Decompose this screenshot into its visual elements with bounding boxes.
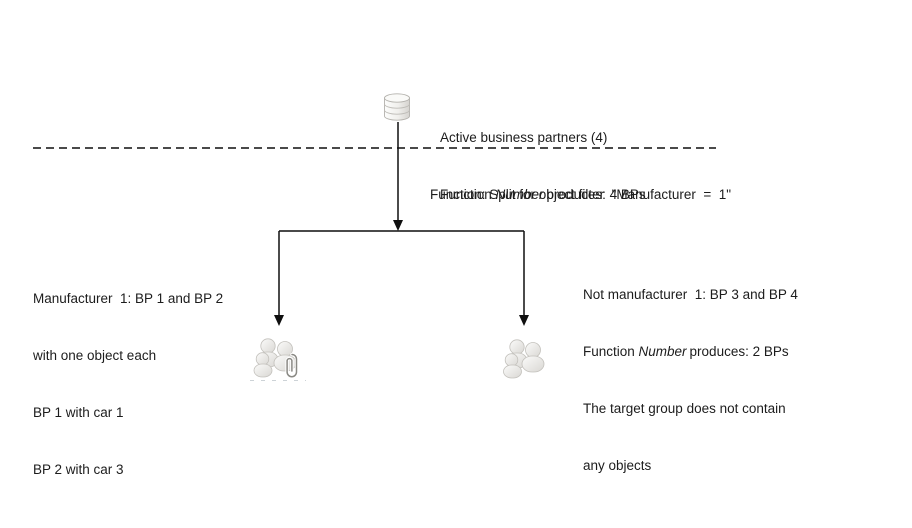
left-branch-line4: BP 2 with car 3 xyxy=(33,462,124,477)
function-name-italic: Number xyxy=(638,344,687,359)
right-branch-label: Not manufacturer 1: BP 3 and BP 4 Functi… xyxy=(583,247,798,513)
function-name-italic: Number xyxy=(495,187,544,202)
right-arrowhead-icon xyxy=(519,315,529,326)
right-branch-line3: The target group does not contain xyxy=(583,401,786,416)
source-label-line1: Active business partners (4) xyxy=(440,130,608,145)
left-branch-line1: Manufacturer 1: BP 1 and BP 2 xyxy=(33,291,224,306)
database-icon xyxy=(384,93,410,121)
right-branch-line4: any objects xyxy=(583,458,652,473)
left-branch-line3: BP 1 with car 1 xyxy=(33,405,124,420)
left-arrowhead-icon xyxy=(274,315,284,326)
source-label: Active business partners (4) Function Nu… xyxy=(440,90,646,242)
left-branch-label: Manufacturer 1: BP 1 and BP 2 with one o… xyxy=(33,251,223,517)
target-group-icon xyxy=(503,339,545,379)
right-branch-line1: Not manufacturer 1: BP 3 and BP 4 xyxy=(583,287,798,302)
paperclip-icon xyxy=(285,352,299,379)
left-branch-line2: with one object each xyxy=(33,348,157,363)
source-arrowhead-icon xyxy=(393,220,403,231)
target-group-with-attachment-icon xyxy=(253,338,299,379)
split-function-label: Function: Split for object filter "Manuf… xyxy=(430,187,732,202)
